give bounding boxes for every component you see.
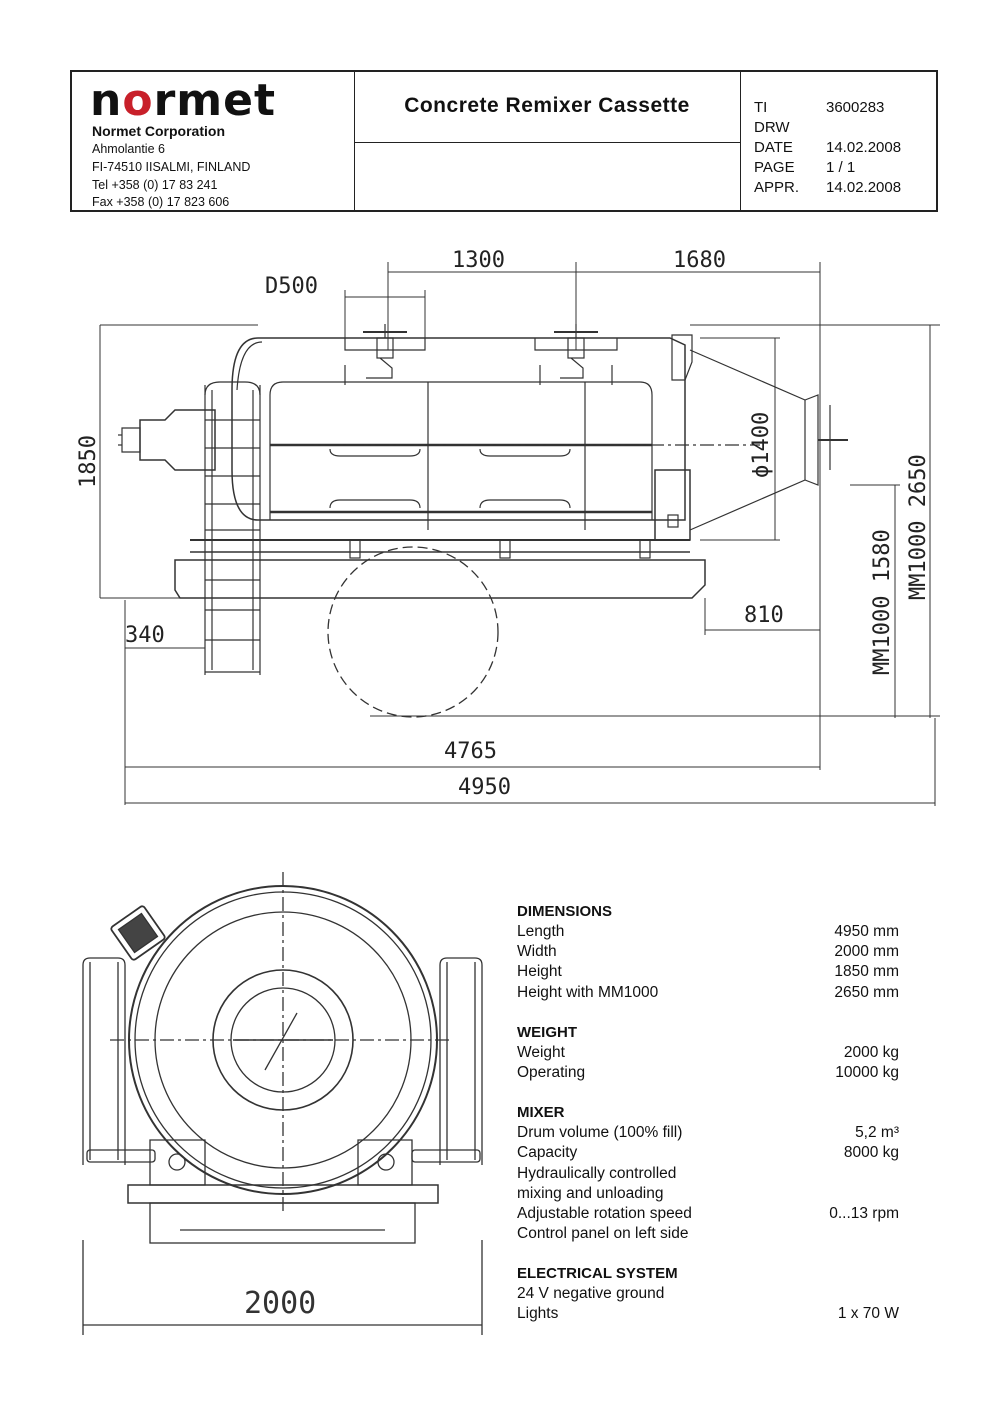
spec-row: Hydraulically controlled bbox=[517, 1164, 677, 1182]
spec-section-mixer: MIXER Drum volume (100% fill)5,2 m³ Capa… bbox=[517, 1103, 899, 1244]
spec-heading: WEIGHT bbox=[517, 1023, 577, 1041]
address-line: Ahmolantie 6 bbox=[92, 142, 165, 156]
phone-line: Tel +358 (0) 17 83 241 bbox=[92, 178, 218, 192]
company-name: Normet Corporation bbox=[92, 123, 225, 139]
dim-2650: MM1000 2650 bbox=[906, 454, 931, 600]
company-cell: normet Normet Corporation Ahmolantie 6 F… bbox=[72, 72, 355, 210]
title-cell: Concrete Remixer Cassette bbox=[354, 72, 741, 210]
fax-line: Fax +358 (0) 17 823 606 bbox=[92, 195, 230, 209]
spec-row: 24 V negative ground bbox=[517, 1285, 665, 1303]
front-view-drawing: 2000 bbox=[82, 872, 483, 1335]
dim-1850: 1850 bbox=[76, 435, 101, 488]
spec-row: Drum volume (100% fill)5,2 m³ bbox=[517, 1124, 899, 1142]
dim-2000: 2000 bbox=[244, 1286, 316, 1321]
spec-row: Control panel on left side bbox=[517, 1225, 689, 1243]
dim-1400: ϕ1400 bbox=[749, 412, 774, 478]
normet-logo: normet bbox=[90, 75, 276, 126]
spec-heading: DIMENSIONS bbox=[517, 903, 613, 920]
title-divider bbox=[354, 142, 740, 143]
meta-appr: APPR.14.02.2008 bbox=[754, 179, 902, 196]
spec-heading: ELECTRICAL SYSTEM bbox=[517, 1265, 678, 1283]
dim-d500: D500 bbox=[265, 274, 318, 299]
title-block: normet Normet Corporation Ahmolantie 6 F… bbox=[70, 70, 938, 212]
dim-4950: 4950 bbox=[458, 775, 511, 800]
dim-1300: 1300 bbox=[452, 248, 505, 273]
address-line: FI-74510 IISALMI, FINLAND bbox=[92, 160, 251, 174]
dim-340: 340 bbox=[125, 623, 165, 648]
spec-section-electrical: ELECTRICAL SYSTEM 24 V negative ground L… bbox=[517, 1264, 899, 1324]
dim-1580: MM1000 1580 bbox=[870, 529, 895, 675]
spec-row: mixing and unloading bbox=[517, 1184, 664, 1202]
spec-heading: MIXER bbox=[517, 1104, 565, 1122]
dim-4765: 4765 bbox=[444, 739, 497, 764]
document-title: Concrete Remixer Cassette bbox=[404, 94, 690, 117]
side-view-drawing: 1300 1680 D500 1850 ϕ1400 MM1000 2650 MM… bbox=[76, 248, 940, 806]
dim-810: 810 bbox=[744, 603, 784, 628]
dim-1680: 1680 bbox=[673, 248, 726, 273]
meta-drw: DRW bbox=[754, 119, 790, 136]
